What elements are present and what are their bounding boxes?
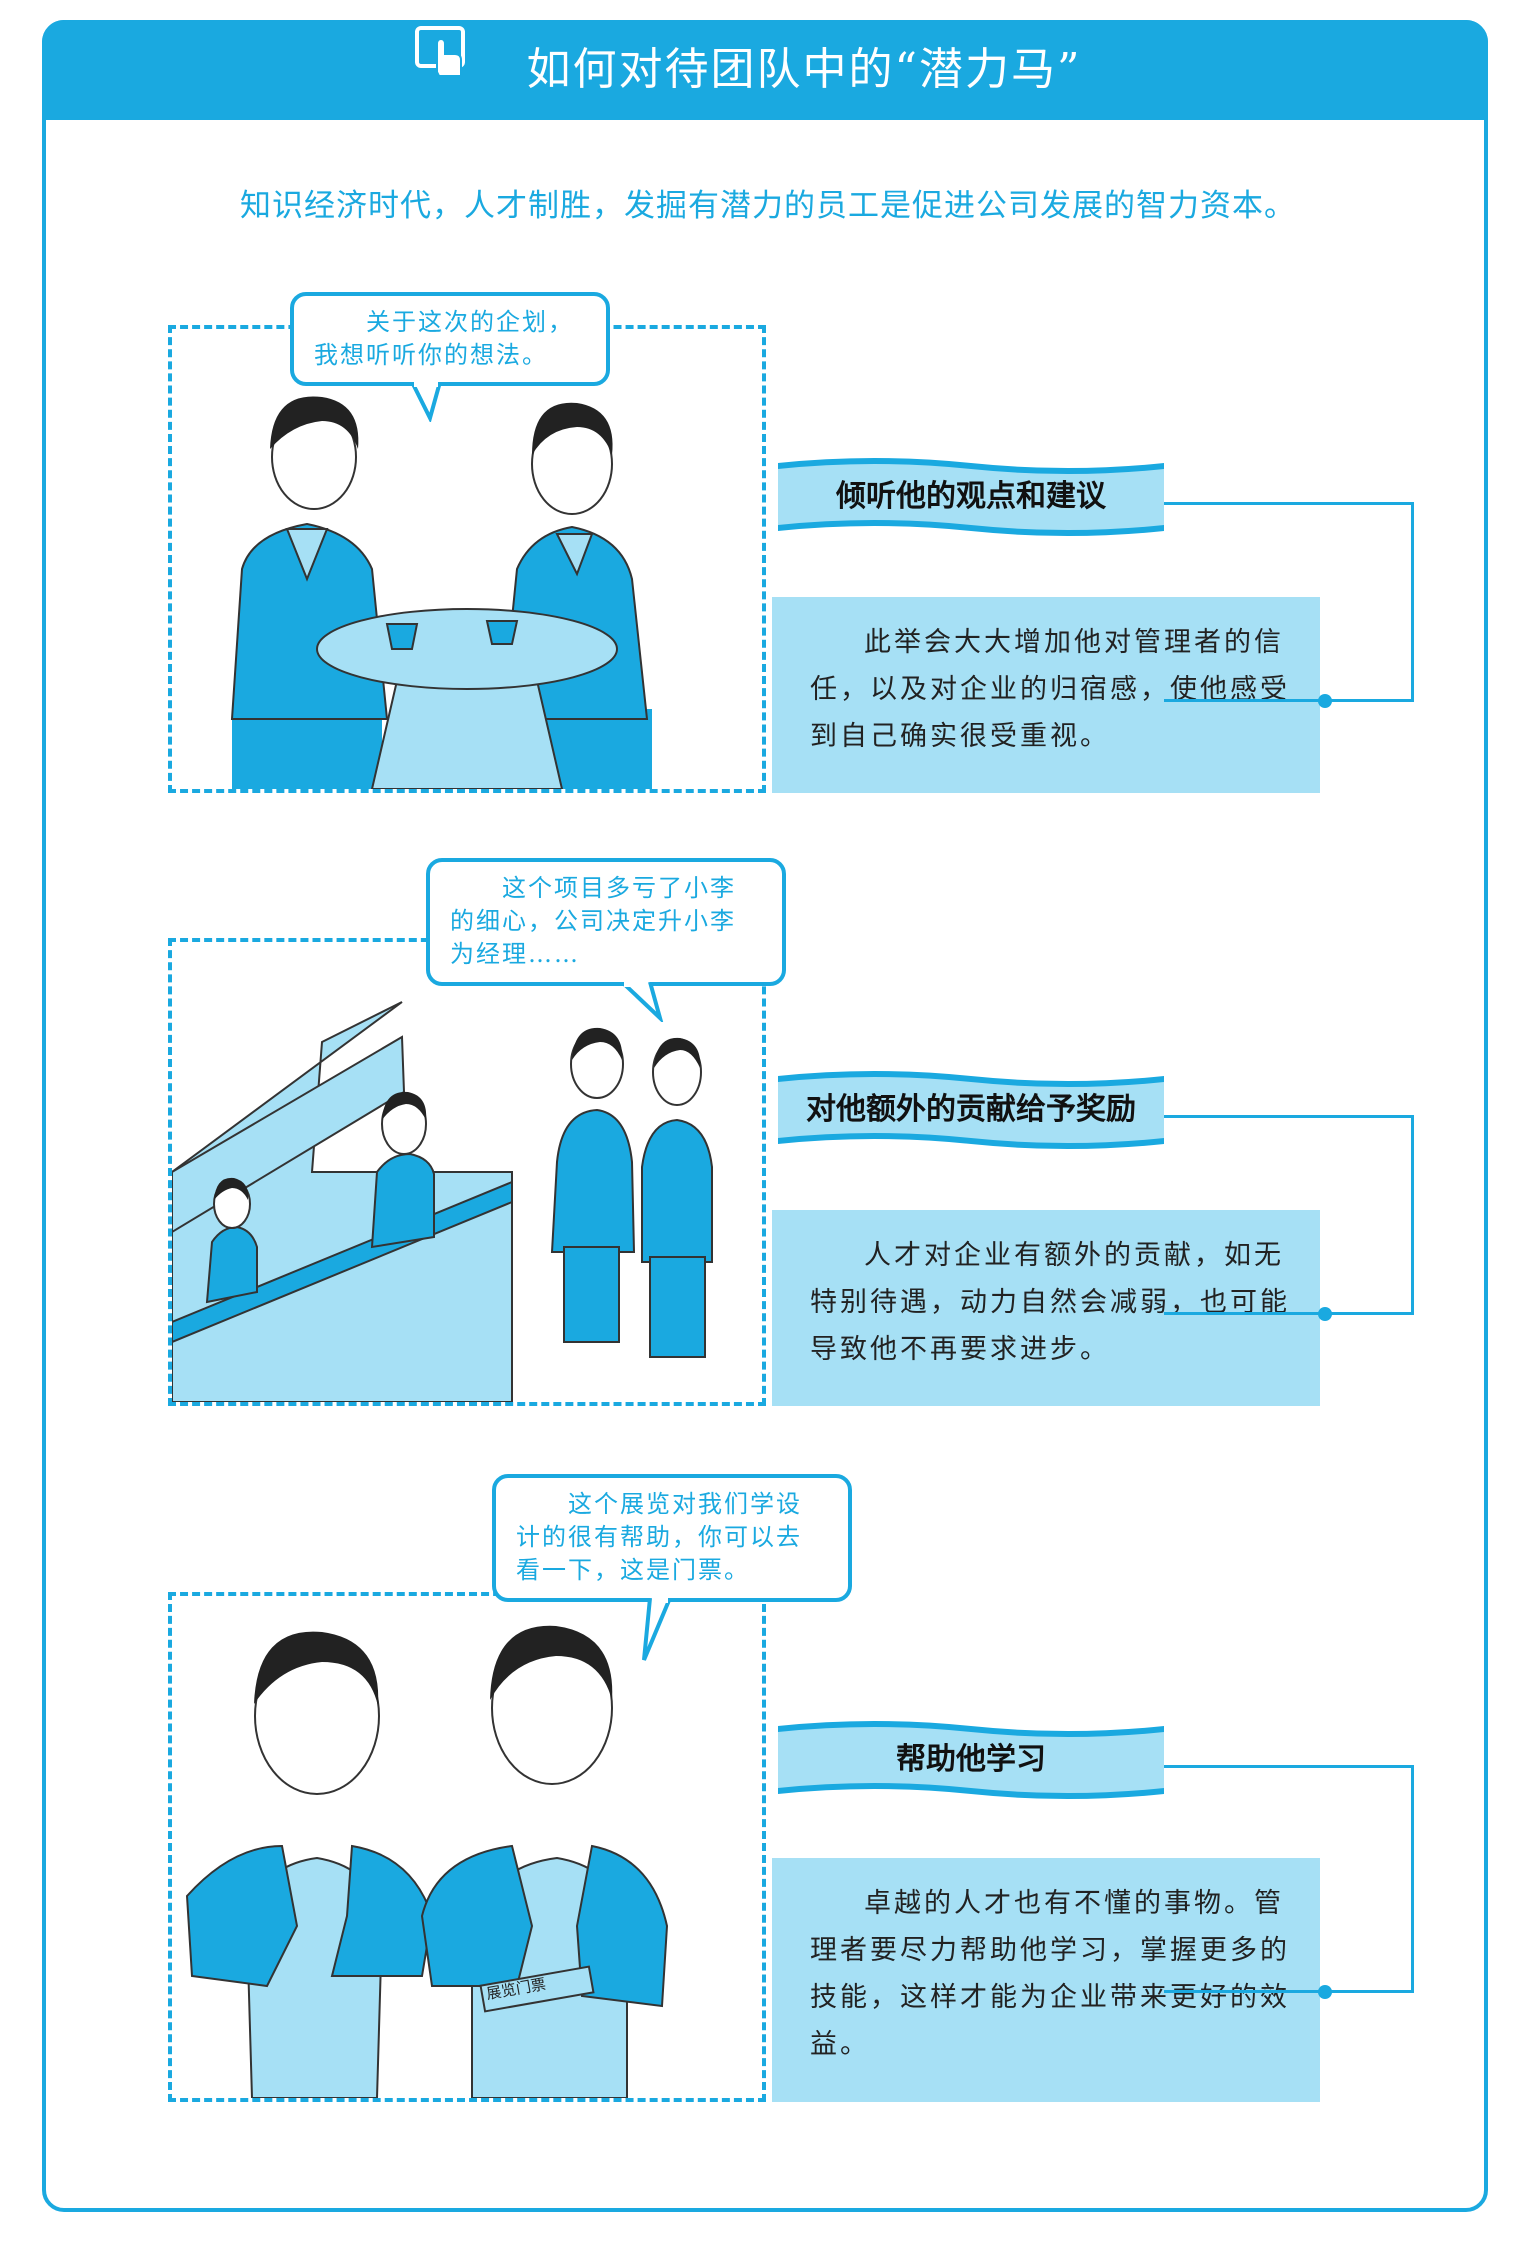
connector-2-dot — [1318, 1307, 1332, 1321]
illustration-promotion-meeting — [172, 1001, 713, 1402]
connector-2 — [1164, 1115, 1414, 1315]
speech-bubble-2-text: 这个项目多亏了小李 的细心，公司决定升小李 为经理…… — [450, 874, 736, 968]
banner-ribbon-shape — [778, 1721, 1164, 1799]
banner-learning-label: 帮助他学习 — [896, 1742, 1046, 1777]
connector-3 — [1164, 1765, 1414, 1993]
scene-listening — [168, 325, 766, 793]
desc-listen-text: 此举会大大增加他对管理者的信任，以及对企业的归宿感，使他感受到自己确实很受重视。 — [810, 627, 1290, 752]
speech-bubble-1: 关于这次的企划， 我想听听你的想法。 — [290, 292, 610, 386]
connector-1-dot — [1318, 694, 1332, 708]
banner-reward: 对他额外的贡献给予奖励 — [778, 1070, 1164, 1150]
desc-listen: 此举会大大增加他对管理者的信任，以及对企业的归宿感，使他感受到自己确实很受重视。 — [772, 597, 1320, 793]
desc-learning-text: 卓越的人才也有不懂的事物。管理者要尽力帮助他学习，掌握更多的技能，这样才能为企业… — [810, 1888, 1290, 2060]
illustration-two-people-at-table — [230, 396, 652, 789]
speech-bubble-3: 这个展览对我们学设 计的很有帮助，你可以去 看一下，这是门票。 — [492, 1474, 852, 1602]
page-title: 如何对待团队中的“潜力马” — [42, 20, 1488, 120]
banner-listen-label: 倾听他的观点和建议 — [836, 479, 1106, 514]
speech-bubble-2: 这个项目多亏了小李 的细心，公司决定升小李 为经理…… — [426, 858, 786, 986]
banner-learning: 帮助他学习 — [778, 1720, 1164, 1800]
illustration-giving-ticket — [185, 1625, 669, 2098]
scene-learning — [168, 1592, 766, 2102]
banner-ribbon-shape — [778, 1071, 1164, 1149]
scene-reward — [168, 938, 766, 1406]
page-title-text: 如何对待团队中的“潜力马” — [526, 44, 1082, 95]
hand-pointer-icon — [415, 26, 465, 77]
desc-learning: 卓越的人才也有不懂的事物。管理者要尽力帮助他学习，掌握更多的技能，这样才能为企业… — [772, 1858, 1320, 2102]
desc-reward: 人才对企业有额外的贡献，如无特别待遇，动力自然会减弱，也可能导致他不再要求进步。 — [772, 1210, 1320, 1406]
banner-ribbon-shape — [778, 458, 1164, 536]
header-bar: 如何对待团队中的“潜力马” — [42, 20, 1488, 120]
speech-bubble-2-tail — [620, 982, 664, 1022]
speech-bubble-1-tail — [410, 382, 442, 422]
banner-listen: 倾听他的观点和建议 — [778, 457, 1164, 537]
speech-bubble-3-text: 这个展览对我们学设 计的很有帮助，你可以去 看一下，这是门票。 — [516, 1490, 802, 1584]
connector-3-dot — [1318, 1985, 1332, 1999]
banner-reward-label: 对他额外的贡献给予奖励 — [806, 1092, 1136, 1127]
connector-1 — [1164, 502, 1414, 702]
speech-bubble-3-tail — [642, 1598, 672, 1661]
speech-bubble-1-text: 关于这次的企划， 我想听听你的想法。 — [314, 308, 574, 369]
intro-text: 知识经济时代，人才制胜，发掘有潜力的员工是促进公司发展的智力资本。 — [240, 188, 1296, 224]
